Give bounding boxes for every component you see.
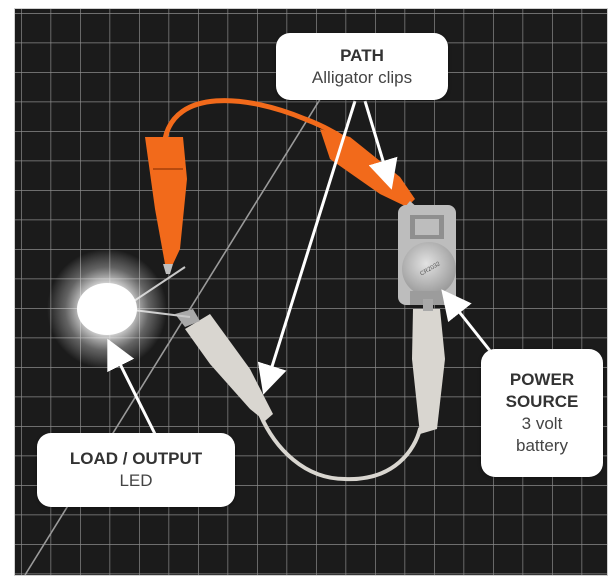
callout-power-detail-line1: 3 volt bbox=[521, 414, 563, 433]
white-clip-right bbox=[412, 299, 445, 434]
callout-path-subtitle: Alligator clips bbox=[311, 67, 413, 87]
photo-frame: CR2032 PATH bbox=[14, 8, 608, 576]
callout-path: PATH Alligator clips bbox=[276, 33, 448, 100]
orange-clip-left bbox=[145, 137, 187, 274]
callout-power-title-line1: POWER bbox=[509, 370, 575, 389]
callout-path-title: PATH bbox=[340, 45, 384, 65]
callout-load-subtitle: LED bbox=[119, 471, 153, 490]
callout-load-title: LOAD / OUTPUT bbox=[69, 449, 203, 468]
callout-load-output: LOAD / OUTPUT LED bbox=[37, 433, 235, 507]
callout-power-detail-line2: battery bbox=[516, 436, 568, 455]
callout-power-title-line2: SOURCE bbox=[505, 392, 579, 411]
battery-holder: CR2032 bbox=[398, 205, 456, 305]
white-clip-left bbox=[175, 309, 273, 421]
white-wire bbox=[258, 412, 422, 482]
coin-cell-battery bbox=[402, 242, 456, 296]
callout-power-source: POWER SOURCE 3 volt battery bbox=[481, 349, 603, 477]
led-bulb bbox=[77, 283, 137, 335]
